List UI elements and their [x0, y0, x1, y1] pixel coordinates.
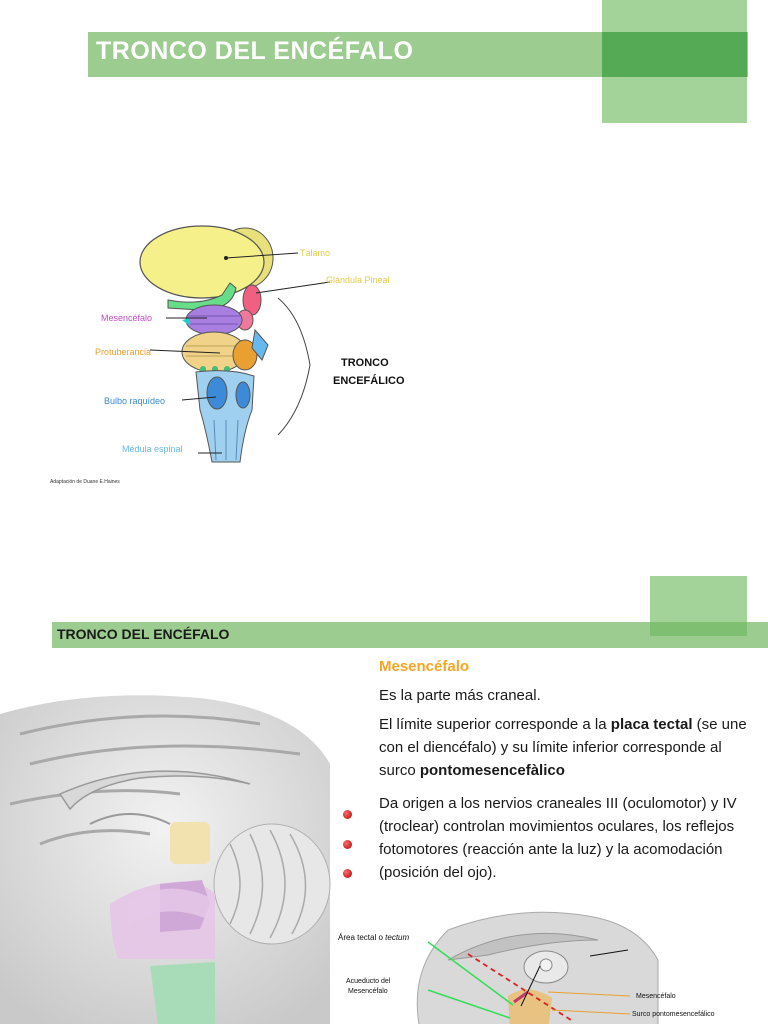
paragraph-intro: Es la parte más craneal. [379, 687, 541, 704]
brainstem-diagram: Tálamo Glándula Pineal Mesencéfalo Protu… [50, 225, 405, 485]
diagram-credit: Adaptación de Duane E.Haines [50, 479, 120, 485]
section-heading: Mesencéfalo [379, 658, 470, 675]
paragraph-limits: El límite superior corresponde a la plac… [379, 713, 759, 782]
text-fragment: El límite superior corresponde a la [379, 716, 611, 733]
paragraph-cranial-nerves: Da origen a los nervios craneales III (o… [379, 795, 737, 881]
mesencephalon-figure: Área tectal o tectum Acueducto del Mesen… [338, 911, 715, 1024]
label-mesencefalo: Mesencéfalo [636, 993, 676, 1000]
text-fragment: (se une con el diencéfalo) y su límite i… [379, 716, 747, 779]
bullet-icon [343, 840, 352, 849]
bold-term-surco: pontomesencefàlico [419, 762, 565, 779]
label-acueducto-2: Mesencéfalo [348, 988, 388, 995]
title-banner [52, 622, 768, 648]
bullet-icon [343, 810, 352, 819]
slide-1: TRONCO DEL ENCÉFALO [50, 0, 748, 485]
label-mesencefalo: Mesencéfalo [101, 313, 152, 323]
label-talamo: Tálamo [300, 248, 330, 258]
label-bulbo: Bulbo raquídeo [104, 396, 165, 406]
bracket-label-line1: TRONCO [341, 357, 389, 369]
label-acueducto-1: Acueducto del [346, 978, 391, 985]
label-surco: Surco pontomesencefálico [632, 1011, 715, 1018]
label-protuberancia: Protuberancia [95, 347, 151, 357]
bold-term-placa-tectal: placa tectal [610, 716, 693, 733]
label-medula: Médula espinal [122, 444, 183, 454]
slide-2: TRONCO DEL ENCÉFALO Mesencéfalo Es la pa… [0, 560, 768, 1024]
sagittal-brain-figure [0, 695, 331, 1024]
slide-title: TRONCO DEL ENCÉFALO [96, 37, 414, 65]
slide-title: TRONCO DEL ENCÉFALO [57, 626, 230, 642]
label-glandula-pineal: Glándula Pineal [326, 275, 390, 285]
bullet-icon [343, 869, 352, 878]
bracket-label-line2: ENCEFÁLICO [333, 374, 405, 387]
label-area-tectal: Área tectal o tectum [338, 933, 409, 942]
decor-overlap [602, 32, 747, 77]
decor-overlap [650, 622, 747, 636]
